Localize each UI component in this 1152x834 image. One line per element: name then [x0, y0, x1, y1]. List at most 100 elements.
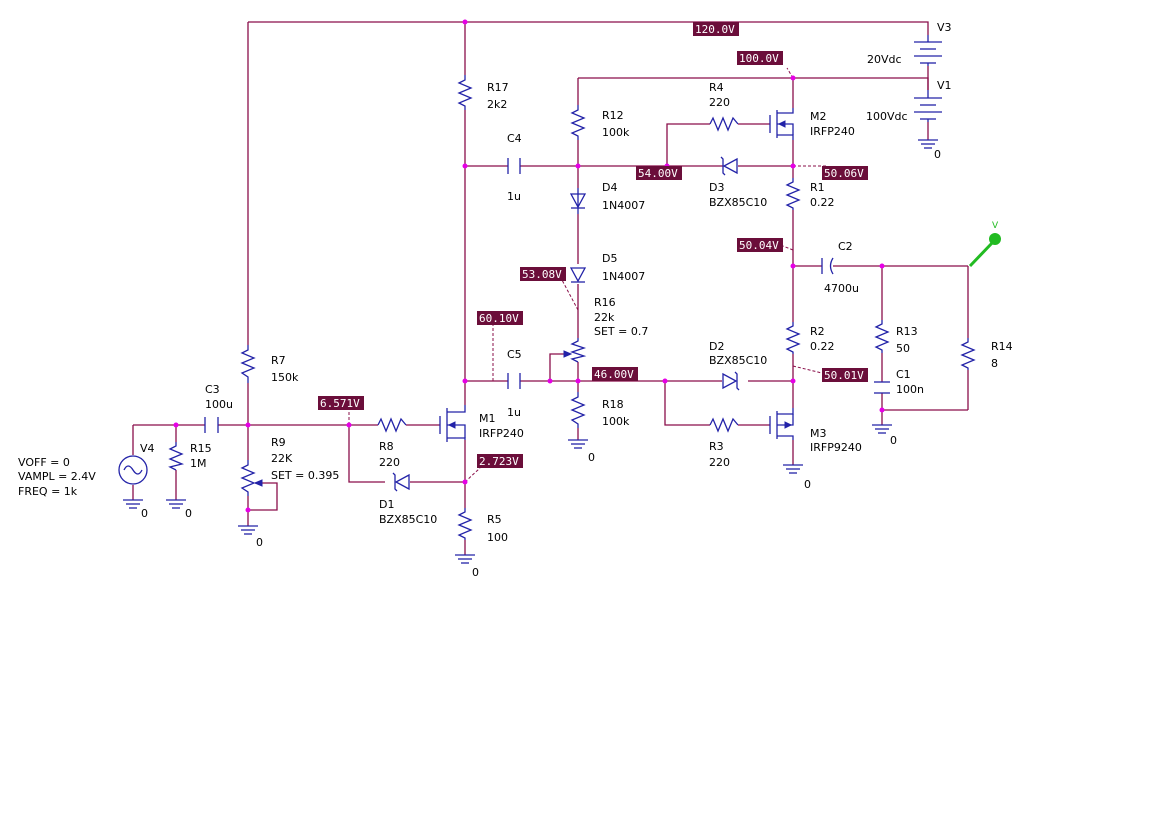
resistor-r14[interactable]: [960, 338, 976, 370]
voltage-markers: 120.0V 100.0V 54.00V 50.06V 50.04V 53.08…: [318, 22, 868, 468]
capacitor-c3[interactable]: [204, 417, 219, 433]
resistor-r5[interactable]: [457, 508, 473, 540]
label-value: 20Vdc: [867, 53, 902, 66]
component-label: 1N4007: [602, 199, 645, 212]
voltage-marker-2723: 2.723V: [477, 454, 523, 468]
component-label: M2: [810, 110, 827, 123]
resistor-r2[interactable]: [785, 322, 801, 354]
component-label: D3: [709, 181, 724, 194]
component-label: 54.00V: [638, 167, 678, 180]
label-ref: V3: [937, 21, 952, 34]
component-label: 46.00V: [594, 368, 634, 381]
resistor-r7[interactable]: [240, 345, 256, 383]
component-label: C3: [205, 383, 220, 396]
ac-source-v4[interactable]: [118, 455, 148, 485]
component-labels: V3 20Vdc V1 100Vdc R17 2k2 R12 100k R4 2…: [18, 21, 1013, 544]
component-label: 8: [991, 357, 998, 370]
resistor-r15[interactable]: [168, 442, 185, 471]
capacitor-c4[interactable]: [507, 158, 521, 174]
resistor-r17[interactable]: [457, 75, 473, 110]
component-label: R4: [709, 81, 724, 94]
voltage-marker-5006: 50.06V: [822, 166, 868, 180]
component-label: 2.723V: [479, 455, 519, 468]
mosfet-m2[interactable]: [769, 108, 794, 140]
label-ref: V1: [937, 79, 952, 92]
component-label: 220: [709, 96, 730, 109]
component-label: M3: [810, 427, 827, 440]
ground-label: 0: [256, 536, 263, 549]
component-label: D4: [602, 181, 617, 194]
resistor-r8[interactable]: [377, 417, 407, 433]
ground-symbol: [783, 464, 803, 474]
component-label: C5: [507, 348, 522, 361]
component-label: 50.06V: [824, 167, 864, 180]
voltage-marker-601: 60.10V: [477, 311, 523, 325]
ground-labels: 0 0 0 0 0 0 0 0: [141, 148, 941, 579]
component-label: 120.0V: [695, 23, 735, 36]
component-label: R16: [594, 296, 616, 309]
ground-label: 0: [141, 507, 148, 520]
component-label: 1u: [507, 190, 521, 203]
diode-d5[interactable]: [569, 267, 587, 283]
dc-source-v1[interactable]: [914, 90, 942, 122]
ground-label: 0: [804, 478, 811, 491]
capacitor-c1[interactable]: [874, 381, 890, 394]
component-label: 0.22: [810, 340, 835, 353]
component-label: 50: [896, 342, 910, 355]
component-label: R8: [379, 440, 394, 453]
voltage-probe[interactable]: V: [968, 221, 1001, 268]
voltage-marker-5001: 50.01V: [822, 368, 868, 382]
component-label: R3: [709, 440, 724, 453]
capacitor-c2[interactable]: [821, 257, 834, 275]
component-label: IRFP240: [479, 427, 524, 440]
component-label: 22k: [594, 311, 615, 324]
component-label: R13: [896, 325, 918, 338]
zener-d3[interactable]: [720, 156, 738, 176]
mosfet-m1[interactable]: [439, 405, 466, 442]
source-param: VAMPL = 2.4V: [18, 470, 96, 483]
potentiometer-r16[interactable]: [563, 338, 587, 363]
resistor-r4[interactable]: [709, 116, 739, 132]
component-label: D5: [602, 252, 617, 265]
component-label: 100: [487, 531, 508, 544]
resistor-r12[interactable]: [570, 105, 586, 140]
mosfet-m3[interactable]: [769, 408, 794, 440]
component-label: 2k2: [487, 98, 507, 111]
component-label: 1M: [190, 457, 207, 470]
component-label: 220: [709, 456, 730, 469]
component-label: 50.04V: [739, 239, 779, 252]
component-label: IRFP240: [810, 125, 855, 138]
component-label: C1: [896, 368, 911, 381]
source-param: FREQ = 1k: [18, 485, 78, 498]
component-label: 50.01V: [824, 369, 864, 382]
component-label: 100k: [602, 415, 630, 428]
component-label: R18: [602, 398, 624, 411]
component-label: C2: [838, 240, 853, 253]
ground-label: 0: [185, 507, 192, 520]
component-label: 150k: [271, 371, 299, 384]
zener-d1[interactable]: [392, 472, 410, 492]
component-label: R9: [271, 436, 286, 449]
probe-label: V: [992, 221, 999, 231]
component-label: SET = 0.395: [271, 469, 339, 482]
component-label: BZX85C10: [709, 196, 767, 209]
capacitor-c5[interactable]: [507, 373, 521, 389]
ground-symbol: [166, 499, 186, 509]
voltage-marker-100: 100.0V: [737, 51, 783, 65]
ground-label: 0: [588, 451, 595, 464]
resistor-r3[interactable]: [709, 417, 739, 433]
ground-symbol: [872, 424, 892, 434]
component-label: D1: [379, 498, 394, 511]
dc-source-v3[interactable]: [914, 35, 942, 66]
potentiometer-r9[interactable]: [240, 460, 263, 496]
voltage-marker-5308: 53.08V: [520, 267, 566, 281]
resistor-r18[interactable]: [570, 392, 586, 428]
resistor-r1[interactable]: [785, 178, 801, 210]
component-label: BZX85C10: [379, 513, 437, 526]
diode-d4[interactable]: [569, 188, 587, 214]
zener-d2[interactable]: [722, 371, 740, 391]
component-label: R2: [810, 325, 825, 338]
component-label: R15: [190, 442, 212, 455]
resistor-r13[interactable]: [874, 320, 890, 353]
